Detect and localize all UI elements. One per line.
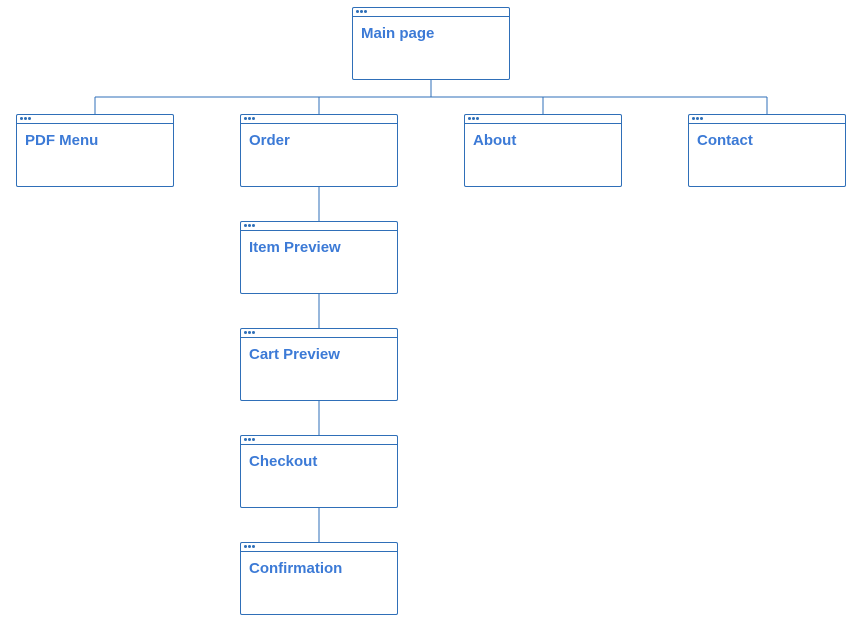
node-cart-preview: Cart Preview	[240, 328, 398, 401]
window-dots-icon	[20, 117, 31, 120]
node-label-confirmation: Confirmation	[249, 560, 343, 577]
node-confirmation: Confirmation	[240, 542, 398, 615]
node-label-item-preview: Item Preview	[249, 239, 341, 256]
window-title-bar	[241, 329, 397, 338]
node-label-order: Order	[249, 132, 290, 149]
window-title-bar	[353, 8, 509, 17]
node-label-contact: Contact	[697, 132, 753, 149]
node-item-preview: Item Preview	[240, 221, 398, 294]
node-label-cart-preview: Cart Preview	[249, 346, 340, 363]
window-dots-icon	[244, 331, 255, 334]
node-label-pdf-menu: PDF Menu	[25, 132, 99, 149]
node-main-page: Main page	[352, 7, 510, 80]
node-checkout: Checkout	[240, 435, 398, 508]
node-contact: Contact	[688, 114, 846, 187]
window-dots-icon	[244, 117, 255, 120]
window-dots-icon	[356, 10, 367, 13]
node-label-main-page: Main page	[361, 25, 435, 42]
window-dots-icon	[468, 117, 479, 120]
window-title-bar	[241, 436, 397, 445]
window-title-bar	[241, 222, 397, 231]
node-pdf-menu: PDF Menu	[16, 114, 174, 187]
window-title-bar	[17, 115, 173, 124]
window-dots-icon	[244, 545, 255, 548]
node-label-about: About	[473, 132, 517, 149]
node-label-checkout: Checkout	[249, 453, 318, 470]
window-dots-icon	[244, 438, 255, 441]
window-title-bar	[241, 543, 397, 552]
node-order: Order	[240, 114, 398, 187]
window-dots-icon	[692, 117, 703, 120]
window-dots-icon	[244, 224, 255, 227]
window-title-bar	[689, 115, 845, 124]
window-title-bar	[465, 115, 621, 124]
window-title-bar	[241, 115, 397, 124]
node-about: About	[464, 114, 622, 187]
